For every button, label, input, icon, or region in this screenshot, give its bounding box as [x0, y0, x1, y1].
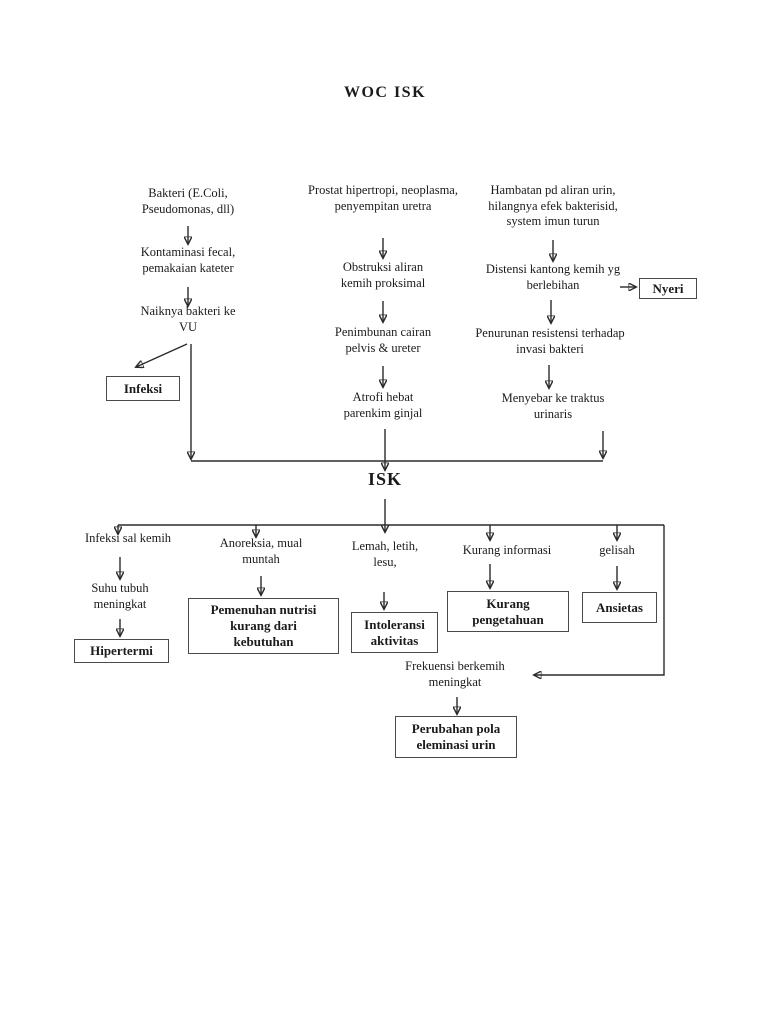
node-infeksi-sal-kemih: Infeksi sal kemih — [84, 531, 172, 545]
box-infeksi-label: Infeksi — [123, 380, 163, 396]
box-infeksi: Infeksi — [106, 376, 180, 401]
arrow-naiknya-infeksi — [136, 343, 188, 367]
box-kurang-pengetahuan: Kurang pengetahuan — [447, 591, 569, 632]
node-kurang-informasi: Kurang informasi — [462, 543, 552, 557]
node-kontaminasi: Kontaminasi fecal, pemakaian kateter — [140, 245, 236, 275]
node-hambatan: Hambatan pd aliran urin, hilangnya efek … — [488, 183, 618, 228]
box-hipertermi: Hipertermi — [74, 639, 169, 663]
box-ansietas: Ansietas — [582, 592, 657, 623]
page-title: WOC ISK — [343, 84, 427, 101]
node-bakteri: Bakteri (E.Coli, Pseudomonas, dll) — [141, 186, 235, 216]
node-isk: ISK — [367, 469, 403, 489]
node-frekuensi: Frekuensi berkemih meningkat — [405, 659, 505, 689]
node-lemah: Lemah, letih, lesu, — [351, 539, 419, 569]
box-pemenuhan-nutrisi-label: Pemenuhan nutrisi kurang dari kebutuhan — [210, 602, 317, 649]
box-nyeri-label: Nyeri — [652, 280, 684, 296]
node-penimbunan: Penimbunan cairan pelvis & ureter — [334, 325, 432, 355]
box-nyeri: Nyeri — [639, 278, 697, 299]
node-anoreksia: Anoreksia, mual muntah — [219, 536, 303, 566]
box-perubahan-pola-label: Perubahan pola eleminasi urin — [411, 721, 501, 752]
box-ansietas-label: Ansietas — [596, 599, 643, 615]
node-menyebar: Menyebar ke traktus urinaris — [501, 391, 605, 421]
node-naiknya: Naiknya bakteri ke VU — [140, 304, 236, 334]
node-suhu-tubuh: Suhu tubuh meningkat — [91, 581, 149, 611]
node-penurunan: Penurunan resistensi terhadap invasi bak… — [475, 326, 625, 356]
node-distensi: Distensi kantong kemih yg berlebihan — [485, 262, 621, 292]
box-intoleransi-label: Intoleransi aktivitas — [364, 616, 425, 648]
box-kurang-pengetahuan-label: Kurang pengetahuan — [472, 595, 544, 627]
node-prostat: Prostat hipertropi, neoplasma, penyempit… — [308, 183, 458, 213]
box-intoleransi: Intoleransi aktivitas — [351, 612, 438, 653]
box-hipertermi-label: Hipertermi — [90, 643, 153, 658]
box-perubahan-pola: Perubahan pola eleminasi urin — [395, 716, 517, 758]
node-atrofi: Atrofi hebat parenkim ginjal — [343, 390, 423, 420]
node-gelisah: gelisah — [599, 543, 635, 557]
box-pemenuhan-nutrisi: Pemenuhan nutrisi kurang dari kebutuhan — [188, 598, 339, 654]
node-obstruksi: Obstruksi aliran kemih proksimal — [340, 260, 426, 290]
